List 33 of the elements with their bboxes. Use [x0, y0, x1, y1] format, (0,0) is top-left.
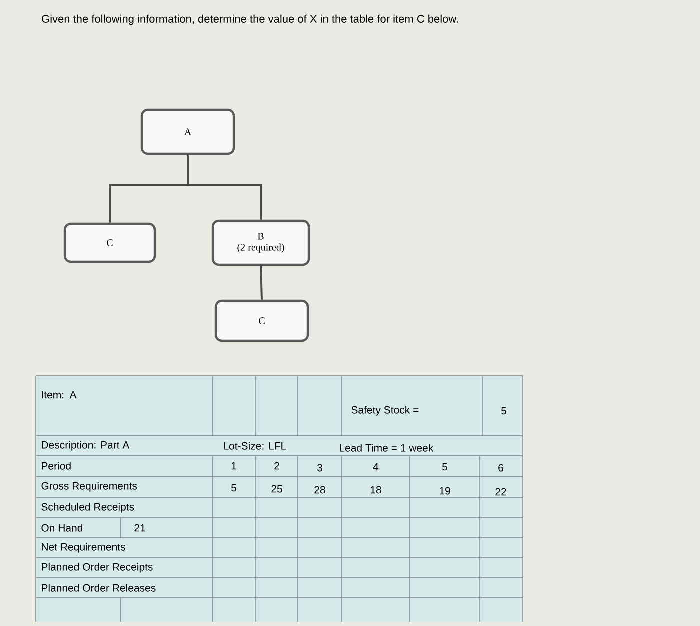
table-text: Gross Requirements [42, 482, 138, 492]
table-text: 4 [373, 463, 379, 471]
table-text: 5 [442, 463, 448, 471]
table-text: 3 [317, 464, 322, 472]
table-text: Scheduled Receipts [42, 503, 134, 513]
table-text: Lead Time = 1 week [340, 444, 434, 452]
table-text: 1 [232, 462, 236, 470]
table-text: On Hand [42, 524, 83, 532]
table-text: 28 [314, 486, 326, 494]
table-text: Net Requirements [42, 543, 126, 553]
table-text: 5 [232, 484, 236, 492]
table-text: 18 [370, 486, 382, 494]
table-text: 19 [440, 487, 450, 495]
table-text: Item: A [42, 391, 77, 399]
table-text: 22 [496, 488, 506, 496]
table-text: Period [42, 462, 71, 470]
connector-line [187, 155, 262, 220]
part-box: A [140, 108, 236, 156]
question-text: Given the following information, determine the value of X in the table for item C below. [42, 14, 458, 26]
table-text: Safety Stock = [352, 406, 419, 416]
part-box: B (2 required) [212, 220, 310, 266]
table-text: 6 [498, 464, 504, 472]
connector-line [260, 266, 263, 300]
table-text: 5 [502, 407, 506, 415]
table-text: Planned Order Receipts [42, 563, 153, 573]
table-text: Planned Order Releases [42, 584, 156, 592]
table-text: Description: Part A [42, 441, 130, 451]
table-text: 21 [134, 524, 146, 532]
table-text: 25 [272, 485, 282, 493]
table-text: 2 [274, 462, 280, 470]
table-text: Lot-Size: LFL [224, 442, 286, 450]
part-box: C [214, 300, 310, 342]
part-box: C [64, 222, 156, 264]
